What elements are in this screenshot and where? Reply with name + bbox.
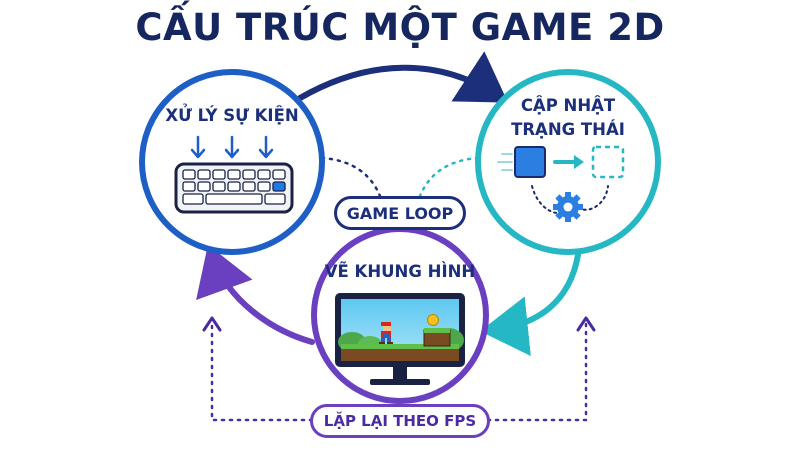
fps-arrowhead-right [576, 316, 596, 332]
arrow-update-to-render [480, 252, 581, 357]
arrow-render-to-events [196, 244, 315, 345]
node-update-label-line2: TRẠNG THÁI [511, 120, 625, 139]
fps-arrowhead-left [202, 316, 222, 332]
monitor-icon [335, 293, 465, 385]
state-change-icon [497, 145, 625, 222]
fps-loop-right [486, 320, 588, 422]
fps-repeat-label: LẶP LẠI THEO FPS [310, 404, 490, 438]
fps-loop-left [210, 320, 314, 422]
arrow-events-to-update [297, 51, 509, 103]
keyboard-icon [174, 135, 294, 214]
node-update-label-line1: CẬP NHẬT [520, 96, 616, 115]
node-events-label: XỬ LÝ SỰ KIỆN [165, 106, 299, 125]
node-render-label: VẼ KHUNG HÌNH [324, 262, 476, 281]
page-title: CẤU TRÚC MỘT GAME 2D [135, 6, 665, 49]
game-loop-label: GAME LOOP [334, 196, 466, 230]
game-character [379, 322, 393, 344]
dotted-link-update [418, 156, 480, 198]
dotted-link-events [320, 156, 382, 198]
node-events-circle [139, 69, 325, 255]
